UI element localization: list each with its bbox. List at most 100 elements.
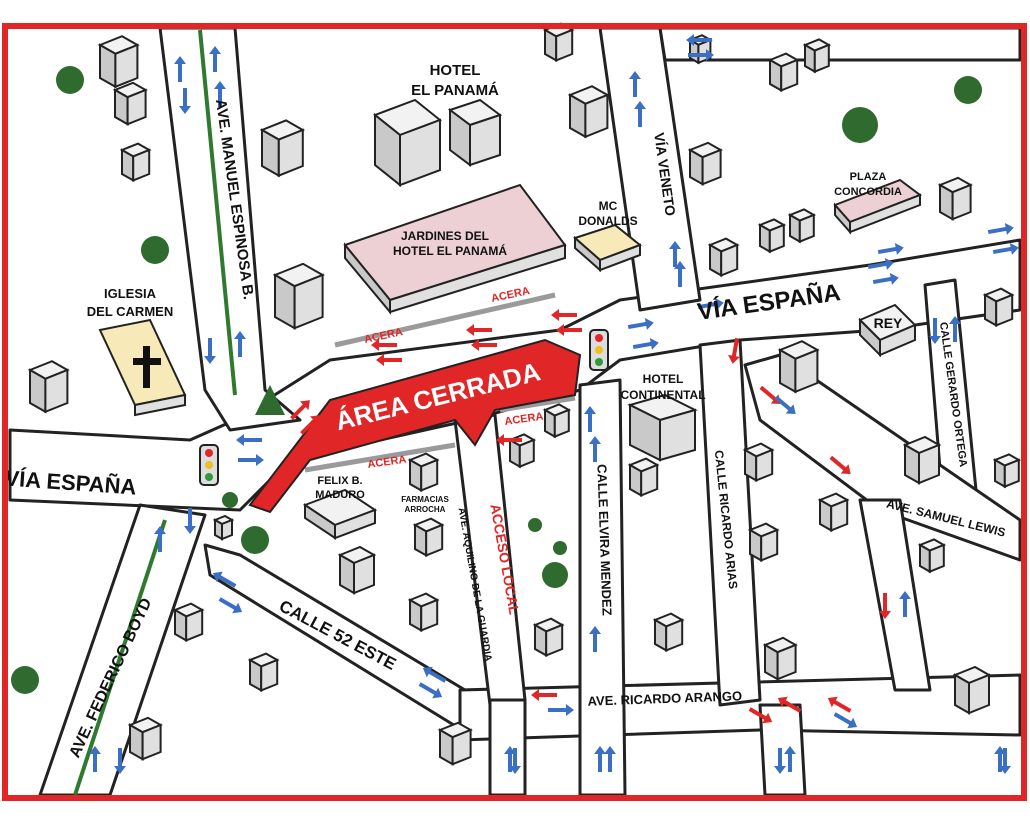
blue-arrow-icon xyxy=(784,746,796,772)
building xyxy=(272,262,325,330)
tree-icon xyxy=(141,236,169,264)
building xyxy=(787,208,817,244)
building xyxy=(762,636,798,681)
blue-arrow-icon xyxy=(234,331,246,357)
red-arrow-icon xyxy=(471,339,497,351)
building xyxy=(337,545,377,595)
blue-arrow-icon xyxy=(204,338,216,364)
building xyxy=(172,602,205,643)
building-mcdonalds xyxy=(573,223,642,273)
building-plaza-concordia xyxy=(833,178,923,235)
red-arrow-icon xyxy=(829,455,851,474)
blue-arrow-icon xyxy=(627,318,654,330)
building xyxy=(982,287,1015,328)
blue-arrow-icon xyxy=(594,746,606,772)
building xyxy=(542,22,575,63)
roads xyxy=(8,26,1022,797)
blue-arrow-icon xyxy=(867,258,894,270)
road-bottom-a xyxy=(488,698,527,797)
blue-arrow-icon xyxy=(632,338,659,350)
building-felix-maduro xyxy=(302,488,378,540)
blue-arrow-icon xyxy=(509,748,521,774)
building xyxy=(952,665,992,715)
blue-arrow-icon xyxy=(833,712,858,729)
blue-arrow-icon xyxy=(238,454,264,466)
traffic-light-icon xyxy=(589,329,609,371)
street-calle-52-este: CALLE 52 ESTE xyxy=(276,596,399,674)
building-hotel-continental xyxy=(627,393,698,462)
building xyxy=(259,119,306,178)
red-arrow-icon xyxy=(556,324,582,336)
blue-arrow-icon xyxy=(999,748,1011,774)
sidewalk-south-east xyxy=(499,395,576,413)
building xyxy=(567,85,610,139)
road-ricardo-arias xyxy=(698,338,762,707)
blue-arrow-icon xyxy=(154,526,166,552)
building xyxy=(802,38,832,74)
tree-icon xyxy=(542,562,568,588)
blue-arrow-icon xyxy=(949,316,961,342)
tree-icon xyxy=(842,107,878,143)
farmacias-label-2: ARROCHA xyxy=(405,505,446,514)
generic-buildings xyxy=(27,22,1022,766)
trees xyxy=(11,66,982,694)
red-arrow-icon xyxy=(531,689,557,701)
building-rey xyxy=(858,303,917,358)
blue-arrow-icon xyxy=(584,406,596,432)
medians xyxy=(73,29,237,796)
blue-arrow-icon xyxy=(604,746,616,772)
tree-icon xyxy=(528,518,542,532)
hotel-continental-label-2: CONTINENTAL xyxy=(620,388,705,402)
building xyxy=(652,612,685,653)
jardines-label-2: HOTEL EL PANAMÁ xyxy=(393,243,507,258)
red-arrow-icon xyxy=(827,696,852,713)
blue-arrow-icon xyxy=(422,666,447,683)
building xyxy=(212,514,235,541)
building xyxy=(817,492,850,533)
red-arrow-icon xyxy=(879,593,891,619)
jardines-label-1: JARDINES DEL xyxy=(401,229,489,243)
blue-arrow-icon xyxy=(872,273,899,285)
blue-arrow-icon xyxy=(184,508,196,534)
mcdonalds-label-1: MC xyxy=(599,199,618,213)
hotel-panama-label-1: HOTEL xyxy=(430,62,481,79)
building xyxy=(412,517,445,558)
blue-arrow-icon xyxy=(634,101,646,127)
blue-arrow-icon xyxy=(548,704,574,716)
acera-label-1: ACERA xyxy=(363,326,404,346)
blue-arrow-icon xyxy=(774,395,796,414)
red-arrow-icon xyxy=(376,354,402,366)
blue-arrow-icon xyxy=(589,436,601,462)
blue-arrow-icon xyxy=(987,223,1014,235)
tree-icon xyxy=(222,492,238,508)
road-top-right xyxy=(658,26,1022,62)
blue-arrow-icon xyxy=(179,88,191,114)
iglesia-label-2: DEL CARMEN xyxy=(87,304,173,319)
building xyxy=(937,176,973,221)
tree-icon xyxy=(56,66,84,94)
building xyxy=(119,142,152,183)
acera-label-4: ACERA xyxy=(504,411,544,428)
red-arrow-icon xyxy=(748,707,773,724)
building-hotel-panama xyxy=(373,98,503,188)
sidewalk-south-west xyxy=(304,442,456,473)
blue-arrow-icon xyxy=(929,318,941,344)
red-arrow-icon xyxy=(551,309,577,321)
building xyxy=(917,538,947,574)
sidewalks xyxy=(304,292,576,473)
red-arrow-icon xyxy=(466,324,492,336)
building xyxy=(627,457,660,498)
building xyxy=(777,340,820,394)
felix-label-1: FELIX B. xyxy=(317,475,362,487)
blue-arrow-icon xyxy=(114,748,126,774)
building xyxy=(27,360,70,414)
felix-label-2: MADURO xyxy=(315,489,365,501)
blue-arrow-icon xyxy=(686,34,712,46)
median-manuel-espinosa xyxy=(198,29,237,396)
tree-icon xyxy=(241,526,269,554)
plaza-label-2: CONCORDIA xyxy=(834,186,902,198)
closed-area-shape xyxy=(248,338,582,514)
street-ricardo-arango: AVE. RICARDO ARANGO xyxy=(587,688,742,708)
